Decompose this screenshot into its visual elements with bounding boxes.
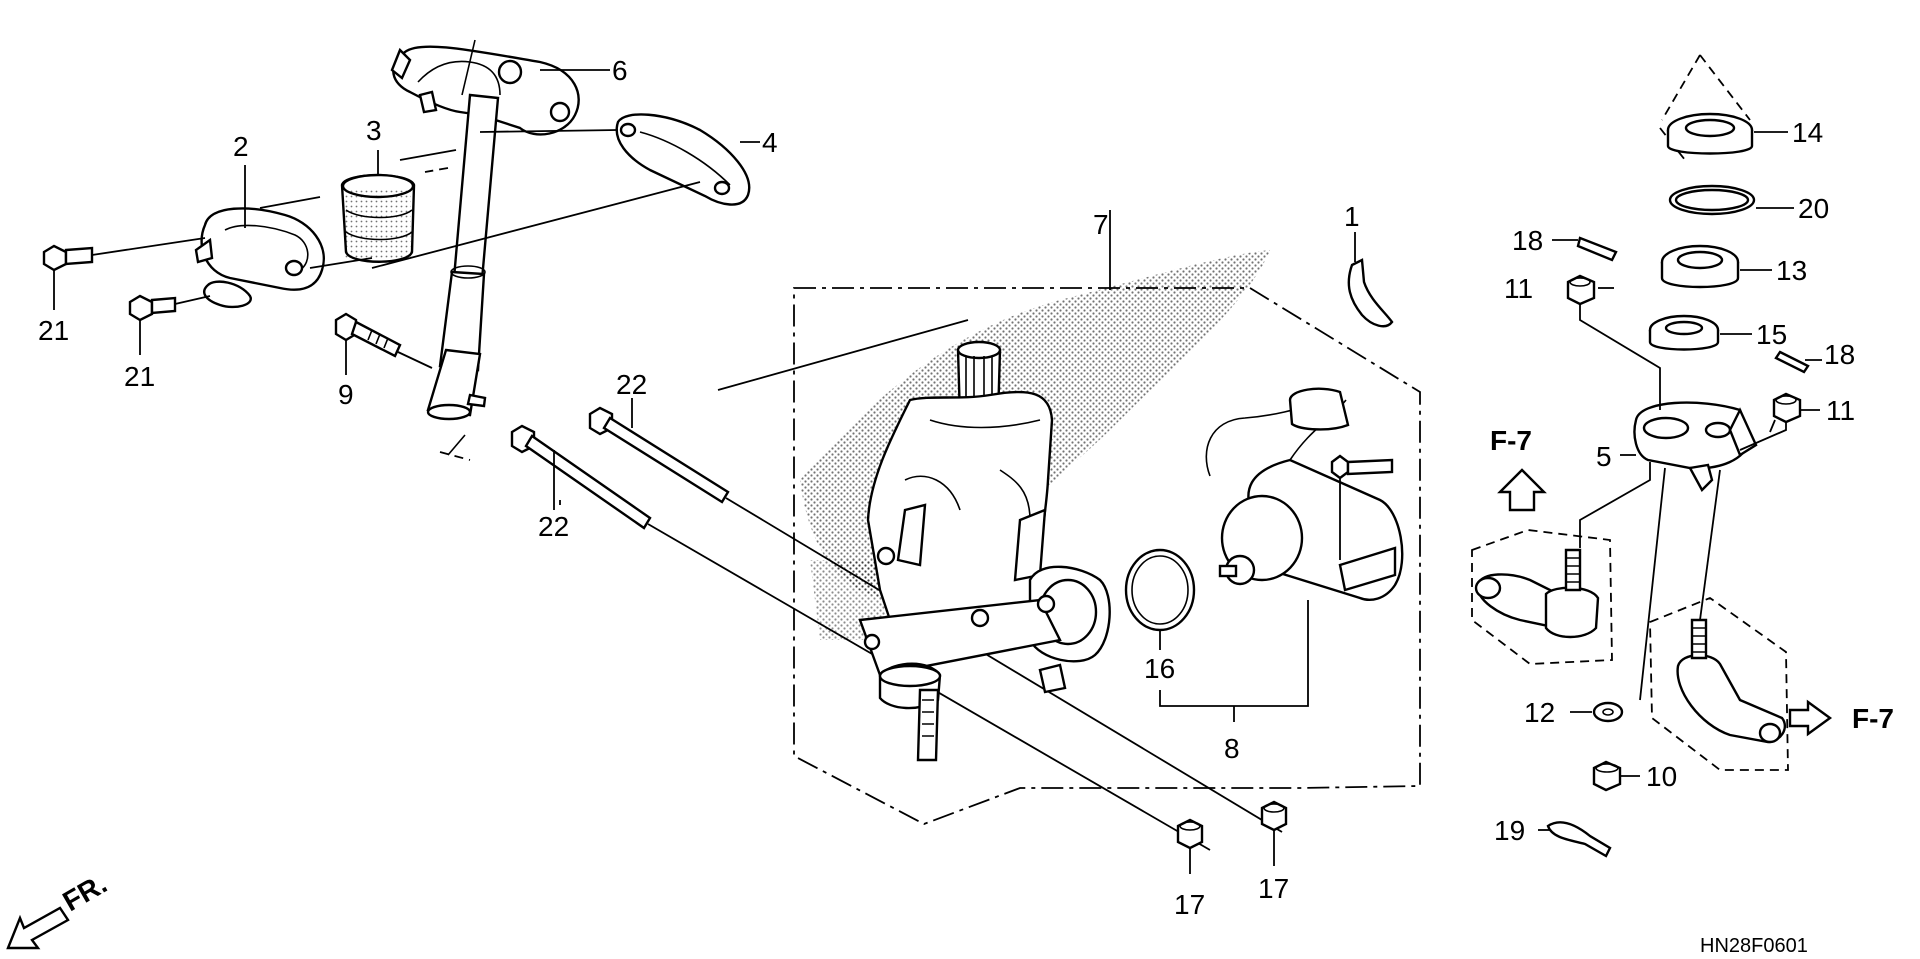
callout-11b: 11 <box>1826 395 1855 426</box>
callout-20: 20 <box>1798 193 1829 224</box>
steering-shaft-group <box>390 39 580 461</box>
motor-part-8 <box>1109 210 1404 722</box>
callout-21a: 21 <box>38 315 69 346</box>
cotter-pin-part-19 <box>1546 821 1612 858</box>
callout-17a: 17 <box>1174 889 1205 920</box>
bolt-part-9 <box>334 312 402 358</box>
nut-part-17-right <box>1260 800 1288 866</box>
tie-rod-box-upper <box>1471 529 1613 665</box>
callout-1: 1 <box>1344 201 1360 232</box>
callout-19: 19 <box>1494 815 1525 846</box>
bracket-part-2 <box>194 207 325 309</box>
callout-18a: 18 <box>1512 225 1543 256</box>
reference-arrow-upper <box>1497 468 1547 512</box>
callout-14: 14 <box>1792 117 1823 148</box>
callout-2: 2 <box>233 131 249 162</box>
washer-part-12 <box>1592 701 1624 723</box>
bolt-part-21-upper <box>42 244 94 272</box>
bolt-part-21-lower <box>128 294 177 322</box>
callout-13: 13 <box>1776 255 1807 286</box>
pin-part-18-left <box>1576 236 1618 262</box>
callout-15: 15 <box>1756 319 1787 350</box>
seal-part-15 <box>1648 314 1720 351</box>
callout-21b: 21 <box>124 361 155 392</box>
callout-3: 3 <box>366 115 382 146</box>
nut-part-17-left <box>1176 818 1204 874</box>
callout-5: 5 <box>1596 441 1612 472</box>
pin-part-18-right <box>1774 350 1810 374</box>
callout-12: 12 <box>1524 697 1555 728</box>
reference-label-f7-upper: F-7 <box>1490 425 1532 456</box>
long-bolt-part-22-a <box>510 424 652 530</box>
reference-label-f7-lower: F-7 <box>1852 703 1894 734</box>
callout-11a: 11 <box>1504 273 1533 304</box>
diagram-code: HN28F0601 <box>1700 935 1808 957</box>
callout-22a: 22 <box>538 511 569 542</box>
callout-22b: 22 <box>616 369 647 400</box>
gearbox-housing <box>866 390 1054 652</box>
nut-part-11-right <box>1772 392 1802 424</box>
callout-18b: 18 <box>1824 339 1855 370</box>
callout-6: 6 <box>612 55 628 86</box>
bearing-part-13 <box>1660 244 1740 289</box>
assembly-boundary-7 <box>793 287 1421 825</box>
callout-16: 16 <box>1144 653 1175 684</box>
front-label: FR. <box>58 868 113 917</box>
o-ring-part-16 <box>1124 548 1196 632</box>
callout-8: 8 <box>1224 733 1240 764</box>
arm-part-5 <box>1633 401 1758 492</box>
tie-rod-box-lower <box>1649 596 1789 771</box>
cover-part-4 <box>615 113 751 206</box>
seal-part-14 <box>1666 112 1754 155</box>
bushing-part-3 <box>340 173 416 263</box>
clip-part-1 <box>1347 232 1394 328</box>
circlip-part-20 <box>1668 184 1756 216</box>
long-bolt-part-22-b <box>588 406 730 504</box>
reference-arrow-lower <box>1788 699 1833 737</box>
callout-9: 9 <box>338 379 354 410</box>
upper-plate-part-6 <box>392 45 580 136</box>
front-direction-arrow-icon <box>6 906 70 950</box>
gearbox-assembly <box>717 250 1421 825</box>
callout-7: 7 <box>1093 209 1109 240</box>
callout-10: 10 <box>1646 761 1677 792</box>
tie-rod-end-upper <box>1474 548 1600 639</box>
nut-part-10 <box>1592 760 1622 792</box>
callout-4: 4 <box>762 127 778 158</box>
steering-column-shaft <box>452 93 500 282</box>
right-side-stack <box>1471 54 1822 858</box>
callout-labels: 1 2 3 4 5 6 7 8 9 10 11 11 12 13 14 15 1… <box>38 55 1855 920</box>
callout-17b: 17 <box>1258 873 1289 904</box>
tie-rod-end-lower <box>1676 618 1787 744</box>
nut-part-11-left <box>1566 274 1596 306</box>
